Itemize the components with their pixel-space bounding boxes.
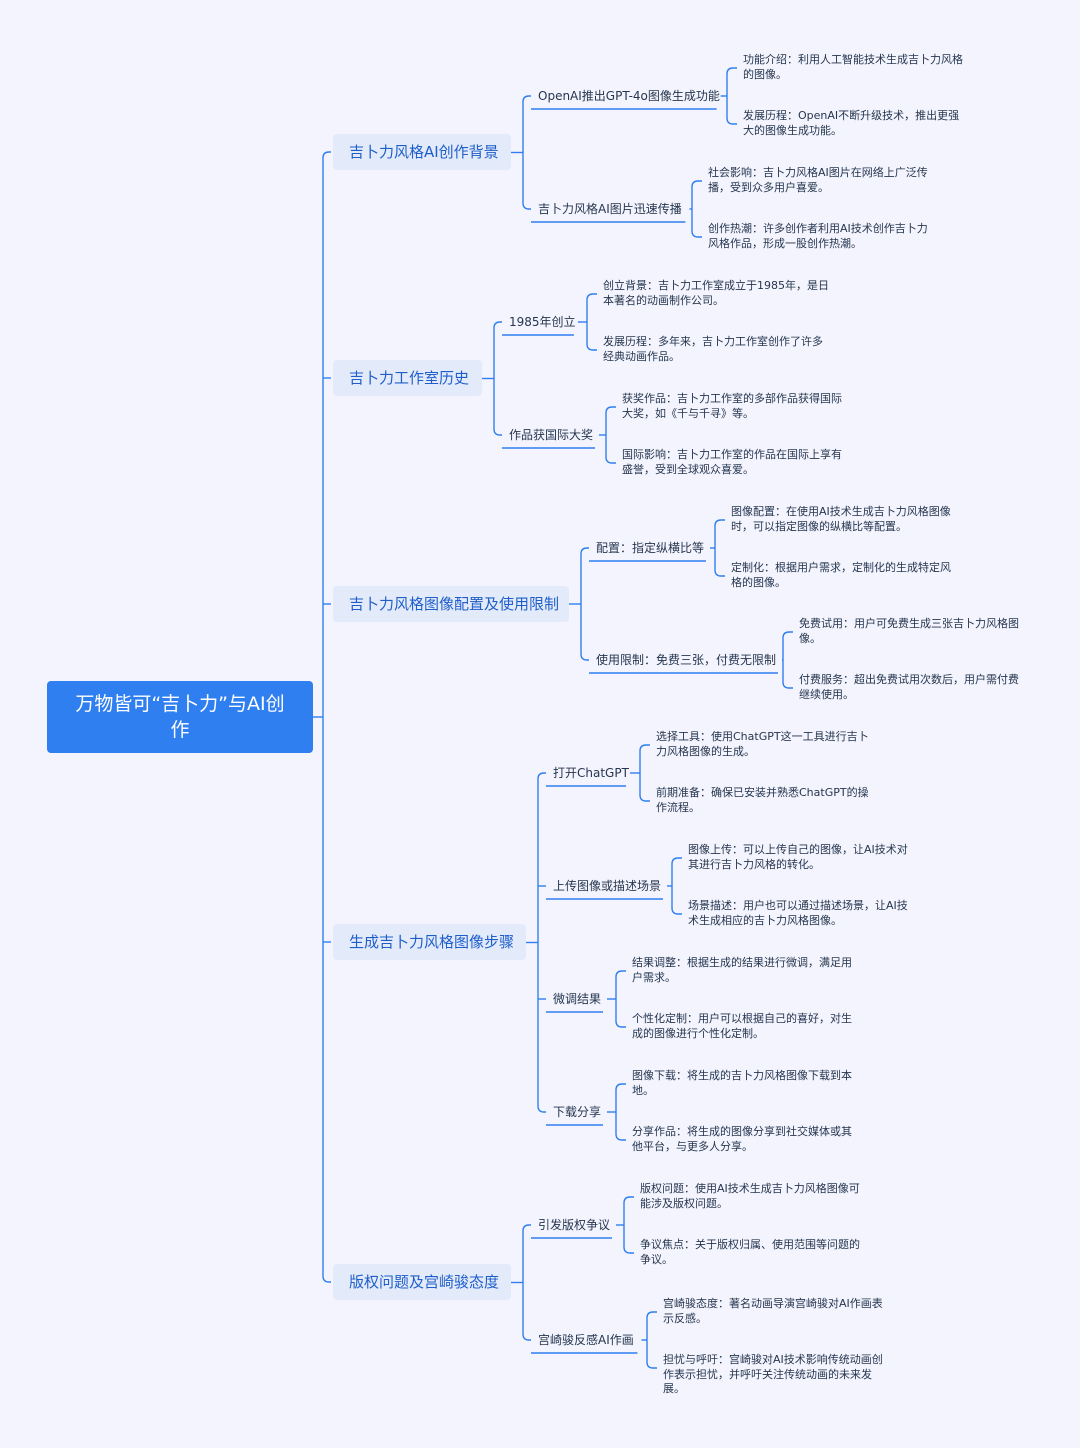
leaf-arm bbox=[605, 435, 616, 464]
topic-node[interactable]: 微调结果 bbox=[553, 992, 602, 1006]
leaf-note: 发展历程：OpenAI不断升级技术，推出更强大的图像生成功能。 bbox=[743, 109, 960, 137]
leaf-note: 宫崎骏态度：著名动画导演宫崎骏对AI作画表示反感。 bbox=[663, 1297, 883, 1325]
leaf-arm bbox=[671, 857, 682, 886]
branch-connector-arm bbox=[522, 1282, 531, 1341]
leaf-note: 图像配置：在使用AI技术生成吉卜力风格图像时，可以指定图像的纵横比等配置。 bbox=[731, 505, 951, 533]
branch-node[interactable]: 版权问题及宫崎骏态度 bbox=[333, 1264, 511, 1300]
leaf-note: 图像上传：可以上传自己的图像，让AI技术对其进行吉卜力风格的转化。 bbox=[688, 843, 908, 871]
leaf-note: 版权问题：使用AI技术生成吉卜力风格图像可能涉及版权问题。 bbox=[640, 1182, 860, 1210]
topic-node[interactable]: 下载分享 bbox=[553, 1105, 602, 1119]
branch-connector-arm bbox=[493, 321, 502, 379]
leaf-arm bbox=[615, 1083, 626, 1112]
branch-connector-arm bbox=[522, 95, 531, 153]
leaf-note: 获奖作品：吉卜力工作室的多部作品获得国际大奖，如《千与千寻》等。 bbox=[622, 392, 842, 420]
leaf-arm bbox=[639, 744, 650, 773]
leaf-arm bbox=[671, 886, 682, 915]
leaf-note: 创立背景：吉卜力工作室成立于1985年，是日本著名的动画制作公司。 bbox=[603, 279, 829, 307]
trunk-arm bbox=[322, 717, 331, 1283]
leaf-arm bbox=[714, 548, 725, 577]
leaf-arm bbox=[726, 67, 737, 96]
leaf-arm bbox=[586, 322, 597, 351]
root-node[interactable]: 万物皆可“吉卜力”与AI创作 bbox=[47, 681, 313, 753]
leaf-note: 分享作品：将生成的图像分享到社交媒体或其他平台，与更多人分享。 bbox=[632, 1125, 852, 1153]
topic-node[interactable]: 打开ChatGPT bbox=[553, 766, 629, 780]
leaf-arm bbox=[639, 773, 650, 802]
leaf-note: 个性化定制：用户可以根据自己的喜好，对生成的图像进行个性化定制。 bbox=[632, 1012, 852, 1040]
branch-connector-arm bbox=[493, 378, 502, 436]
leaf-arm bbox=[623, 1225, 634, 1254]
leaf-note: 争议焦点：关于版权归属、使用范围等问题的争议。 bbox=[640, 1238, 860, 1266]
leaf-note: 结果调整：根据生成的结果进行微调，满足用户需求。 bbox=[632, 956, 852, 984]
leaf-arm bbox=[714, 519, 725, 548]
leaf-arm bbox=[605, 406, 616, 435]
leaf-note: 定制化：根据用户需求，定制化的生成特定风格的图像。 bbox=[731, 561, 951, 589]
branch-connector-arm bbox=[537, 942, 546, 1113]
branch-connector-arm bbox=[580, 604, 589, 661]
branch-connector-arm bbox=[522, 1224, 531, 1283]
topic-node[interactable]: 配置：指定纵横比等 bbox=[596, 541, 705, 555]
leaf-note: 功能介绍：利用人工智能技术生成吉卜力风格的图像。 bbox=[743, 53, 963, 81]
branch-connector-arm bbox=[580, 547, 589, 604]
leaf-note: 图像下载：将生成的吉卜力风格图像下载到本地。 bbox=[632, 1069, 852, 1097]
leaf-arm bbox=[623, 1196, 634, 1225]
leaf-note: 创作热潮：许多创作者利用AI技术创作吉卜力风格作品，形成一股创作热潮。 bbox=[708, 222, 928, 250]
leaf-note: 担忧与呼吁：宫崎骏对AI技术影响传统动画创作表示担忧，并呼吁关注传统动画的未来发… bbox=[663, 1353, 883, 1395]
branch-node[interactable]: 吉卜力工作室历史 bbox=[333, 360, 482, 396]
leaf-note: 场景描述：用户也可以通过描述场景，让AI技术生成相应的吉卜力风格图像。 bbox=[688, 899, 908, 927]
topic-node[interactable]: 上传图像或描述场景 bbox=[553, 879, 662, 893]
leaf-arm bbox=[646, 1311, 657, 1340]
leaf-arm bbox=[615, 999, 626, 1028]
topic-node[interactable]: OpenAI推出GPT-4o图像生成功能 bbox=[538, 89, 720, 103]
leaf-note: 国际影响：吉卜力工作室的作品在国际上享有盛誉，受到全球观众喜爱。 bbox=[622, 448, 842, 476]
branch-node[interactable]: 吉卜力风格AI创作背景 bbox=[333, 134, 511, 170]
leaf-note: 免费试用：用户可免费生成三张吉卜力风格图像。 bbox=[799, 617, 1019, 645]
leaf-note: 选择工具：使用ChatGPT这一工具进行吉卜力风格图像的生成。 bbox=[656, 730, 869, 758]
trunk-arm bbox=[322, 151, 331, 717]
leaf-arm bbox=[615, 970, 626, 999]
leaf-arm bbox=[782, 631, 793, 660]
leaf-arm bbox=[615, 1112, 626, 1141]
leaf-arm bbox=[782, 660, 793, 689]
topic-node[interactable]: 宫崎骏反感AI作画 bbox=[538, 1333, 634, 1347]
leaf-arm bbox=[726, 96, 737, 125]
topic-node[interactable]: 引发版权争议 bbox=[538, 1218, 611, 1232]
leaf-note: 付费服务：超出免费试用次数后，用户需付费继续使用。 bbox=[799, 673, 1019, 701]
topic-node[interactable]: 使用限制：免费三张，付费无限制 bbox=[596, 653, 777, 667]
topic-node[interactable]: 吉卜力风格AI图片迅速传播 bbox=[538, 202, 682, 216]
branch-node[interactable]: 生成吉卜力风格图像步骤 bbox=[333, 924, 526, 960]
topic-node[interactable]: 作品获国际大奖 bbox=[509, 428, 594, 442]
leaf-arm bbox=[691, 180, 702, 209]
root-label: 万物皆可“吉卜力”与AI创作 bbox=[75, 693, 285, 741]
branch-node[interactable]: 吉卜力风格图像配置及使用限制 bbox=[333, 586, 569, 622]
topic-node[interactable]: 1985年创立 bbox=[509, 315, 576, 329]
leaf-note: 前期准备：确保已安装并熟悉ChatGPT的操作流程。 bbox=[656, 786, 869, 814]
leaf-note: 社会影响：吉卜力风格AI图片在网络上广泛传播，受到众多用户喜爱。 bbox=[708, 166, 928, 194]
leaf-arm bbox=[586, 293, 597, 322]
leaf-note: 发展历程：多年来，吉卜力工作室创作了许多经典动画作品。 bbox=[603, 335, 823, 363]
branch-connector-arm bbox=[522, 152, 531, 210]
leaf-arm bbox=[646, 1340, 657, 1369]
branch-connector-arm bbox=[537, 772, 546, 943]
leaf-arm bbox=[691, 209, 702, 238]
